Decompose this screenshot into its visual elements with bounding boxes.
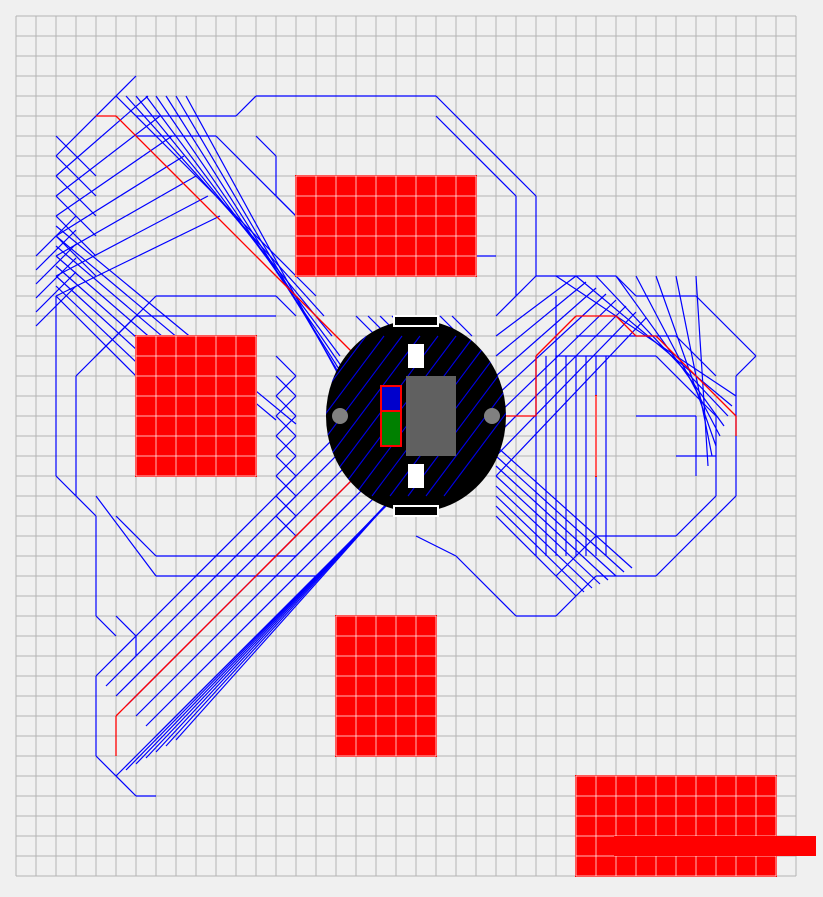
obstacle-block-3	[335, 615, 437, 757]
search-edge	[276, 296, 296, 316]
obstacle-block-2	[135, 335, 257, 477]
best-path-segment	[536, 336, 556, 356]
search-edge	[696, 296, 756, 356]
goal-marker	[614, 836, 816, 856]
best-path-segment	[136, 636, 196, 696]
search-edge	[96, 616, 116, 636]
search-edge	[736, 356, 756, 376]
search-edge	[256, 136, 276, 156]
search-edge	[656, 356, 716, 416]
obstacle-block-5	[575, 775, 777, 877]
search-edge	[496, 506, 584, 592]
best-path-segment	[116, 696, 136, 716]
search-edge	[656, 556, 676, 576]
search-edge	[236, 96, 256, 116]
search-edge	[496, 318, 646, 476]
search-edge	[616, 276, 724, 426]
search-edge	[656, 276, 716, 446]
obstacle-block-1	[295, 175, 477, 277]
wheel-left-icon	[332, 408, 348, 424]
best-path-segment	[616, 316, 636, 336]
obstacle-fill	[295, 175, 477, 277]
best-path-segment	[556, 316, 576, 336]
robot-slot-top	[408, 344, 424, 368]
robot-sensor-green	[381, 411, 401, 446]
wheel-right-icon	[484, 408, 500, 424]
robot-core	[406, 376, 456, 456]
robot-bottom-bumper	[394, 506, 438, 516]
search-edge	[676, 496, 736, 556]
robot-slot-bottom	[408, 464, 424, 488]
robot-top-bumper	[394, 316, 438, 326]
goal-flag-icon	[614, 836, 816, 856]
search-edge	[496, 476, 608, 580]
best-path-segment	[196, 576, 256, 636]
search-edge	[276, 356, 296, 376]
best-path-segment	[256, 516, 316, 576]
search-edge	[496, 486, 600, 584]
obstacle-block-4	[595, 395, 597, 477]
search-edge	[616, 276, 636, 296]
search-edge	[456, 556, 516, 616]
robot-sensor-blue	[381, 386, 401, 411]
search-edge	[116, 616, 136, 636]
